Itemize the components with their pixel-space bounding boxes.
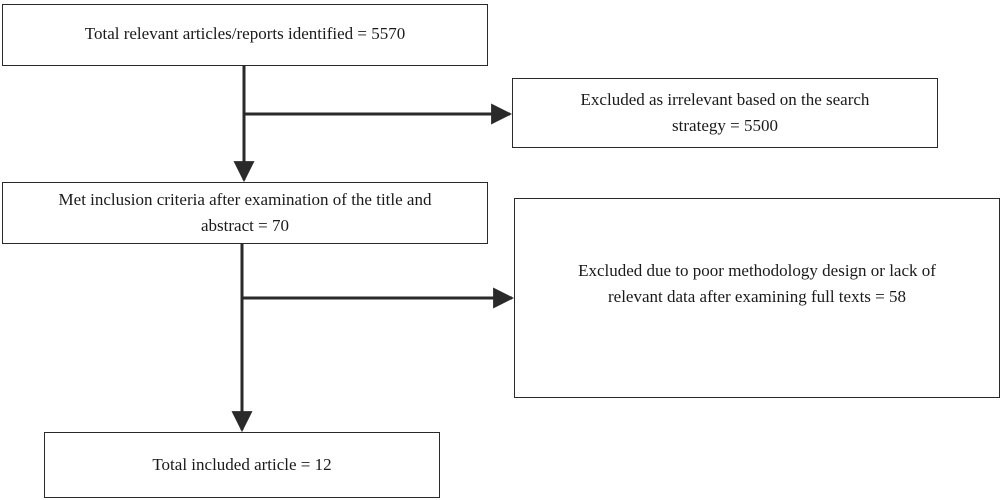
box-identified-text: Total relevant articles/reports identifi… — [84, 24, 406, 43]
box-excluded-irrelevant-text: Excluded as irrelevant based on the sear… — [580, 90, 870, 135]
box-met-inclusion: Met inclusion criteria after examination… — [2, 182, 488, 244]
box-excluded-irrelevant: Excluded as irrelevant based on the sear… — [512, 78, 938, 148]
box-excluded-methodology-text: Excluded due to poor methodology design … — [578, 261, 936, 306]
box-met-inclusion-text: Met inclusion criteria after examination… — [58, 190, 432, 235]
box-included-text: Total included article = 12 — [152, 455, 332, 474]
box-identified: Total relevant articles/reports identifi… — [2, 4, 488, 66]
box-included: Total included article = 12 — [44, 432, 440, 498]
box-excluded-methodology: Excluded due to poor methodology design … — [514, 198, 1000, 398]
